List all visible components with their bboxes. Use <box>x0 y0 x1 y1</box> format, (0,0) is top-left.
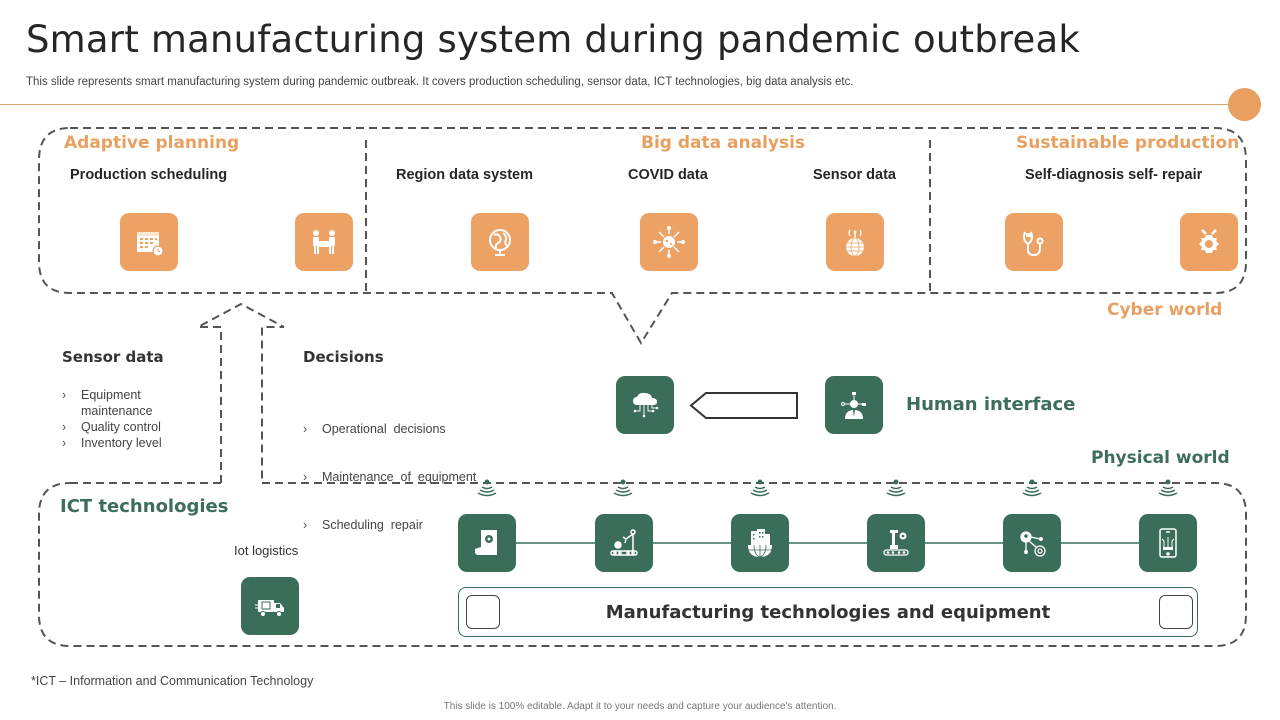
list-item: Scheduling repair <box>303 517 543 533</box>
list-item: Inventory level <box>62 435 192 451</box>
cloud-network-icon <box>616 376 674 434</box>
gear-wrench-icon <box>1180 213 1238 271</box>
decisions-list: Operational decisions Maintenance of equ… <box>303 389 543 549</box>
heading-ict-technologies: ICT technologies <box>60 496 229 517</box>
label-self-diagnosis: Self-diagnosis self- repair <box>1025 167 1203 183</box>
factory-robot-icon <box>867 514 925 572</box>
label-sensor-data: Sensor data <box>813 167 896 183</box>
globe-icon <box>471 213 529 271</box>
wifi-signal-icon <box>611 478 635 503</box>
wifi-signal-icon <box>1156 478 1180 503</box>
cyber-world-border <box>38 127 1247 345</box>
list-item: Maintenance of equipment <box>303 469 543 485</box>
robot-arm-conveyor-icon <box>595 514 653 572</box>
label-region-data-system: Region data system <box>396 167 533 183</box>
wifi-signal-icon <box>475 478 499 503</box>
checkbox-square-left <box>466 595 500 629</box>
wifi-signal-icon <box>1020 478 1044 503</box>
manufacturing-technologies-bar: Manufacturing technologies and equipment <box>458 587 1198 637</box>
wifi-signal-icon <box>884 478 908 503</box>
city-globe-icon <box>731 514 789 572</box>
heading-sustainable-production: Sustainable production <box>1016 133 1240 153</box>
label-human-interface: Human interface <box>906 394 1076 415</box>
globe-signal-icon <box>826 213 884 271</box>
delivery-truck-icon <box>241 577 299 635</box>
network-gear-icon <box>1003 514 1061 572</box>
header-divider <box>0 104 1232 105</box>
heading-adaptive-planning: Adaptive planning <box>64 133 240 153</box>
heading-decisions: Decisions <box>303 348 384 366</box>
page-title: Smart manufacturing system during pandem… <box>26 18 1080 61</box>
editable-footer: This slide is 100% editable. Adapt it to… <box>443 701 837 712</box>
stethoscope-icon <box>1005 213 1063 271</box>
calendar-clock-icon <box>120 213 178 271</box>
person-network-icon <box>825 376 883 434</box>
heading-sensor-data: Sensor data <box>62 348 164 366</box>
ict-footnote: *ICT – Information and Communication Tec… <box>31 674 314 688</box>
label-iot-logistics: Iot logistics <box>234 543 299 558</box>
list-item: Equipment maintenance <box>62 387 192 419</box>
page-subtitle: This slide represents smart manufacturin… <box>26 76 854 88</box>
sensor-data-list: Equipment maintenance Quality control In… <box>62 387 192 451</box>
handshake-people-icon <box>295 213 353 271</box>
label-cyber-world: Cyber world <box>1107 300 1223 320</box>
left-arrow-shape <box>689 392 798 419</box>
list-item: Operational decisions <box>303 421 543 437</box>
hand-gear-document-icon <box>458 514 516 572</box>
virus-icon <box>640 213 698 271</box>
checkbox-square-right <box>1159 595 1193 629</box>
header-accent-dot <box>1228 88 1261 121</box>
smartphone-circuit-icon <box>1139 514 1197 572</box>
label-physical-world: Physical world <box>1091 448 1230 468</box>
list-item: Quality control <box>62 419 192 435</box>
label-production-scheduling: Production scheduling <box>70 167 228 183</box>
upward-arrow <box>197 302 285 483</box>
label-covid-data: COVID data <box>628 167 708 183</box>
heading-big-data-analysis: Big data analysis <box>641 133 806 153</box>
wifi-signal-icon <box>748 478 772 503</box>
physical-world-border <box>38 482 1247 647</box>
label-manufacturing-technologies: Manufacturing technologies and equipment <box>605 601 1051 623</box>
